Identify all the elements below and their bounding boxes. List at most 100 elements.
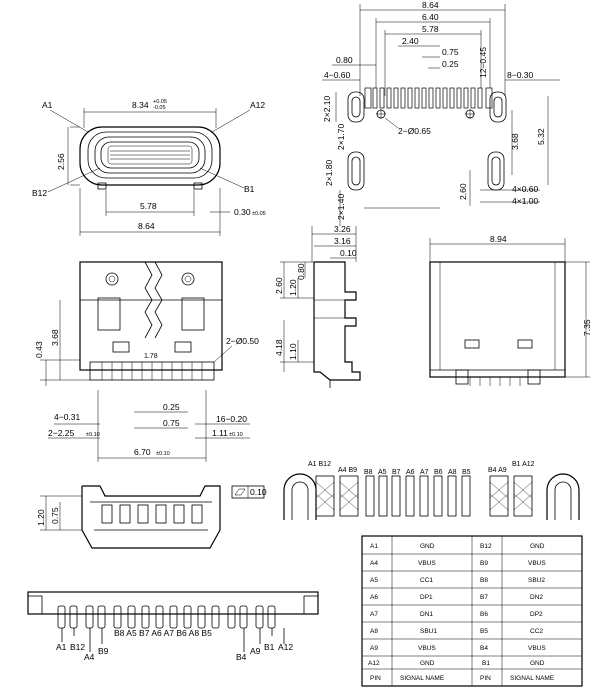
svg-text:4−0.60: 4−0.60: [324, 70, 351, 80]
table-row: A8 SBU1 B5 CC2: [370, 628, 543, 635]
svg-text:6.40: 6.40: [422, 12, 439, 22]
svg-text:VBUS: VBUS: [528, 645, 546, 652]
dim-outer-width: 8.34: [132, 100, 149, 110]
svg-text:1.11: 1.11: [212, 428, 228, 438]
svg-text:0.75: 0.75: [442, 47, 459, 57]
svg-text:GND: GND: [420, 660, 435, 667]
svg-text:B9: B9: [480, 560, 488, 567]
svg-text:A9: A9: [250, 646, 261, 656]
svg-text:0.75: 0.75: [163, 418, 180, 428]
svg-text:±0.10: ±0.10: [86, 432, 100, 438]
svg-text:B5: B5: [480, 628, 488, 635]
svg-text:0.43: 0.43: [34, 341, 44, 358]
dim-shell-gap: 0.30: [234, 207, 251, 217]
svg-text:B1: B1: [264, 642, 275, 652]
dim-height: 2.56: [56, 153, 66, 170]
pin-label-2: B7: [392, 469, 401, 476]
svg-text:GND: GND: [530, 543, 545, 550]
svg-text:B7: B7: [480, 594, 488, 601]
table-row: A7 DN1 B6 DP2: [370, 611, 543, 618]
svg-text:B12: B12: [70, 642, 85, 652]
svg-text:A7: A7: [370, 611, 378, 618]
svg-text:2×2.10: 2×2.10: [322, 95, 332, 122]
svg-text:1.10: 1.10: [288, 343, 298, 360]
svg-text:0.10: 0.10: [340, 248, 357, 258]
svg-text:A1: A1: [56, 642, 67, 652]
svg-text:2.40: 2.40: [402, 36, 419, 46]
svg-text:B4: B4: [480, 645, 488, 652]
svg-text:0.80: 0.80: [336, 55, 353, 65]
pin-label-b4-a9: B4 A9: [488, 467, 507, 474]
pin-detail: A1 B12 A4 B9 B8 A5 B7 A6 A7 B6 A8 B5 B4 …: [283, 461, 580, 520]
svg-text:PIN: PIN: [370, 675, 381, 682]
svg-text:5.32: 5.32: [536, 128, 546, 145]
svg-text:4×1.00: 4×1.00: [512, 196, 539, 206]
pin-label-5: B6: [434, 469, 443, 476]
svg-text:5.78: 5.78: [422, 24, 439, 34]
pin-label-a1-b12: A1 B12: [308, 461, 331, 468]
svg-text:2−Ø0.50: 2−Ø0.50: [226, 336, 259, 346]
svg-text:4.18: 4.18: [274, 339, 284, 356]
svg-text:2−2.25: 2−2.25: [48, 428, 75, 438]
svg-text:±0.10: ±0.10: [156, 451, 170, 457]
svg-text:2.60: 2.60: [274, 277, 284, 294]
svg-text:4×0.60: 4×0.60: [512, 184, 539, 194]
svg-text:DN1: DN1: [420, 611, 433, 618]
signal-table: A1 GND B12 GND A4 VBUS B9 VBUS A5 CC1 B8…: [361, 535, 583, 687]
table-row: A1 GND B12 GND: [370, 543, 545, 550]
svg-text:SBU1: SBU1: [420, 628, 437, 635]
svg-text:0.75: 0.75: [50, 507, 60, 524]
smd-pad-row: [364, 87, 493, 109]
svg-text:0.25: 0.25: [442, 59, 459, 69]
pin-label-4: A7: [420, 469, 429, 476]
pin-label-7: B5: [462, 469, 471, 476]
shell-outline: [79, 126, 221, 186]
svg-text:B4: B4: [236, 652, 247, 662]
rear-view: 8.94 7.35: [429, 234, 592, 386]
svg-text:PIN: PIN: [480, 675, 491, 682]
svg-text:B8 A5 B7 A6 A7 B6 A8 B5: B8 A5 B7 A6 A7 B6 A8 B5: [114, 628, 212, 638]
svg-text:A1: A1: [370, 543, 378, 550]
table-row: A5 CC1 B8 SBU2: [370, 577, 545, 584]
pin-label-a4-b9: A4 B9: [338, 467, 357, 474]
svg-text:0.80: 0.80: [296, 263, 306, 280]
label-b1: B1: [244, 184, 255, 194]
svg-text:2−Ø0.65: 2−Ø0.65: [398, 126, 431, 136]
table-row: A4 VBUS B9 VBUS: [370, 560, 546, 567]
pin-label-1: A5: [378, 469, 387, 476]
pin-label-b1-a12: B1 A12: [512, 461, 535, 468]
svg-text:4−0.31: 4−0.31: [54, 412, 81, 422]
svg-text:2.60: 2.60: [458, 183, 468, 200]
svg-text:B12: B12: [480, 543, 492, 550]
svg-text:A12: A12: [368, 660, 380, 667]
svg-text:16−0.20: 16−0.20: [216, 414, 247, 424]
svg-text:DN2: DN2: [530, 594, 543, 601]
svg-text:VBUS: VBUS: [418, 645, 436, 652]
svg-text:±0.05: ±0.05: [252, 211, 266, 217]
svg-text:CC1: CC1: [420, 577, 433, 584]
svg-text:12−0.45: 12−0.45: [478, 47, 488, 78]
bottom-pin-view: A1 B12 A4 B9 B8 A5 B7 A6 A7 B6 A8 B5 B4 …: [27, 591, 319, 662]
svg-text:A8: A8: [370, 628, 378, 635]
label-b12: B12: [32, 188, 47, 198]
table-row: A9 VBUS B4 VBUS: [370, 645, 546, 652]
svg-text:VBUS: VBUS: [528, 560, 546, 567]
pin-label-3: A6: [406, 469, 415, 476]
svg-text:CC2: CC2: [530, 628, 543, 635]
svg-text:GND: GND: [420, 543, 435, 550]
svg-text:8.94: 8.94: [490, 234, 507, 244]
svg-text:8−0.30: 8−0.30: [507, 70, 534, 80]
svg-text:B8: B8: [480, 577, 488, 584]
svg-text:A6: A6: [370, 594, 378, 601]
svg-text:2×1.80: 2×1.80: [324, 159, 334, 186]
dim-inner: 5.78: [140, 201, 157, 211]
svg-text:+0.05: +0.05: [153, 99, 167, 105]
svg-text:3.16: 3.16: [334, 236, 351, 246]
table-row: A6 DP1 B7 DN2: [370, 594, 543, 601]
svg-text:A5: A5: [370, 577, 378, 584]
svg-text:B9: B9: [98, 646, 109, 656]
svg-text:DP2: DP2: [530, 611, 543, 618]
top-view: 8.34 +0.05 -0.05 A1 A12 B12 B1 2.56 5.78…: [32, 99, 266, 236]
svg-text:A12: A12: [278, 642, 293, 652]
